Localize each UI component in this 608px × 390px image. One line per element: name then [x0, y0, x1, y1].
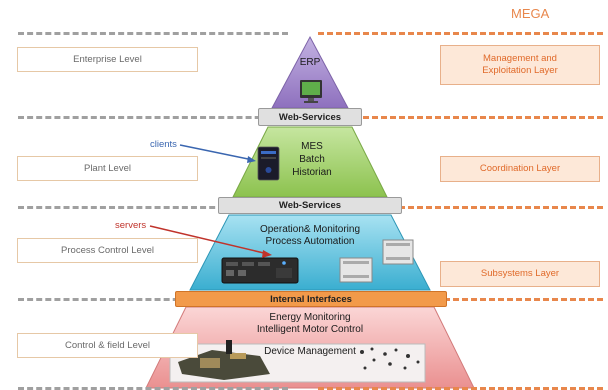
web-services-bar-top: Web-Services: [258, 108, 362, 126]
desktop-tower-icon: [257, 146, 280, 181]
batch-label: Batch: [299, 154, 325, 165]
motor-control-label: Intelligent Motor Control: [256, 324, 364, 335]
web-services-bar-mid: Web-Services: [218, 197, 402, 214]
erp-label: ERP: [299, 57, 321, 68]
level-process: Process Control Level: [17, 238, 198, 263]
level-field: Control & field Level: [17, 333, 198, 358]
level-enterprise: Enterprise Level: [17, 47, 198, 72]
operation-monitoring-label: Operation& Monitoring: [259, 224, 361, 235]
level-plant: Plant Level: [17, 156, 198, 181]
industrial-pc-icon: [221, 257, 299, 284]
mes-label: MES: [301, 141, 323, 152]
clients-annotation: clients: [150, 139, 177, 150]
historian-label: Historian: [292, 167, 332, 178]
energy-monitoring-label: Energy Monitoring: [269, 312, 351, 323]
plc-module-icon: [339, 239, 414, 283]
layer-coordination: Coordination Layer: [440, 156, 600, 182]
servers-annotation: servers: [115, 220, 147, 231]
monitor-icon: [300, 80, 322, 103]
mega-label: MEGA: [511, 6, 550, 21]
circuit-board-icon: [169, 340, 426, 383]
servers-arrow: [149, 225, 269, 255]
internal-interfaces-bar: Internal Interfaces: [175, 291, 447, 307]
layer-subsystems: Subsystems Layer: [440, 261, 600, 287]
layer-management: Management and Exploitation Layer: [440, 45, 600, 85]
process-automation-label: Process Automation: [265, 236, 355, 247]
clients-arrow: [179, 144, 254, 161]
device-management-label: Device Management: [264, 346, 356, 357]
